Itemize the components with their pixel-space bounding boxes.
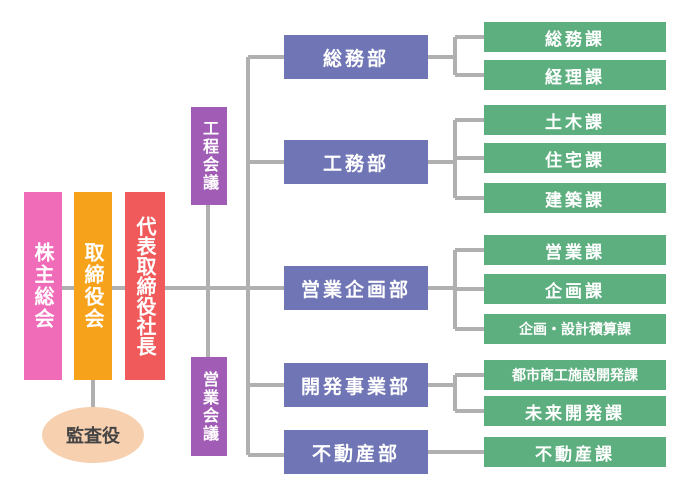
department-development: 開発事業部 [284, 363, 428, 407]
process-meeting-box: 工程会議 [191, 107, 227, 205]
board-of-directors-box: 取締役会 [74, 192, 112, 380]
section-housing: 住宅課 [484, 143, 666, 173]
auditor-box: 監査役 [42, 407, 144, 463]
section-label: 企画課 [545, 281, 605, 302]
section-planning-design-estimation: 企画・設計積算課 [484, 314, 666, 344]
section-real-estate: 不動産課 [484, 437, 666, 467]
section-civil-engineering: 土木課 [484, 105, 666, 135]
president-label: 代表取締役社長 [133, 216, 157, 356]
section-label: 企画・設計積算課 [519, 322, 631, 338]
section-urban-commercial-development: 都市商工施設開発課 [484, 360, 666, 390]
department-real-estate: 不動産部 [284, 430, 428, 474]
section-future-development: 未来開発課 [484, 396, 666, 426]
process-meeting-label: 工程会議 [200, 120, 219, 192]
section-architecture: 建築課 [484, 183, 666, 213]
department-construction: 工務部 [284, 140, 428, 184]
department-label: 不動産部 [311, 442, 400, 465]
section-label: 経理課 [545, 67, 605, 88]
section-label: 建築課 [545, 190, 605, 211]
section-label: 土木課 [545, 112, 605, 133]
section-label: 不動産課 [535, 444, 615, 465]
sales-meeting-label: 営業会議 [200, 370, 219, 443]
section-general-affairs: 総務課 [484, 22, 666, 52]
shareholders-meeting-label: 株主総会 [31, 242, 55, 330]
department-label: 開発事業部 [300, 375, 411, 398]
department-label: 総務部 [322, 47, 389, 70]
section-planning: 企画課 [484, 274, 666, 304]
department-general-affairs: 総務部 [284, 35, 428, 79]
shareholders-meeting-box: 株主総会 [24, 192, 62, 380]
department-label: 工務部 [322, 152, 389, 175]
section-sales: 営業課 [484, 235, 666, 265]
section-label: 営業課 [545, 242, 605, 263]
section-label: 未来開発課 [525, 403, 625, 424]
section-accounting: 経理課 [484, 60, 666, 90]
board-of-directors-label: 取締役会 [81, 242, 105, 330]
sales-meeting-box: 営業会議 [191, 357, 227, 456]
president-box: 代表取締役社長 [125, 192, 165, 380]
auditor-label: 監査役 [66, 426, 120, 447]
section-label: 総務課 [545, 29, 605, 50]
department-sales-planning: 営業企画部 [284, 266, 428, 310]
section-label: 都市商工施設開発課 [512, 368, 638, 384]
section-label: 住宅課 [545, 150, 605, 171]
department-label: 営業企画部 [300, 278, 411, 301]
